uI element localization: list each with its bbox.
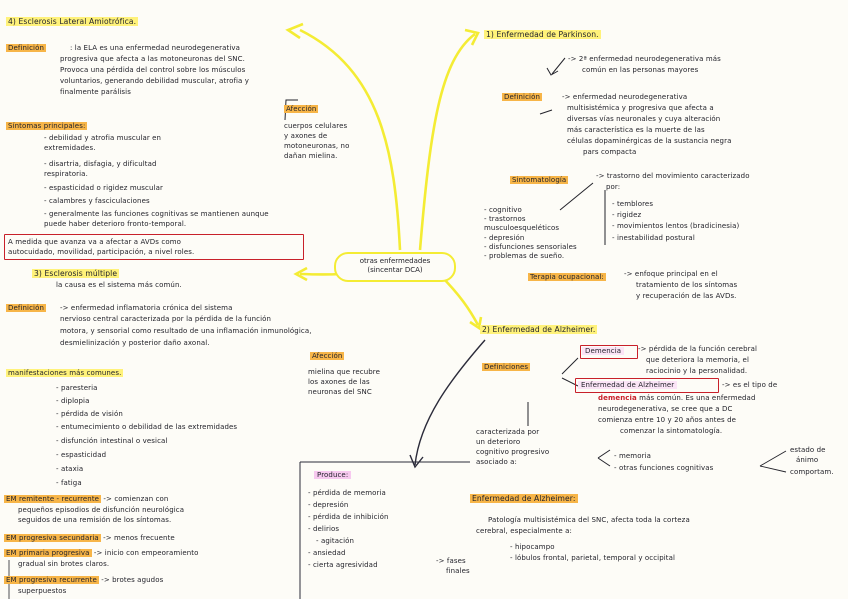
- alzheimer-second-3: - lóbulos frontal, parietal, temporal y …: [510, 554, 675, 563]
- alzheimer-second-0: Patología multisistémica del SNC, afecta…: [488, 516, 690, 525]
- alzheimer-second-1: cerebral, especialmente a:: [476, 527, 572, 536]
- alzheimer-second-title: Enfermedad de Alzheimer:: [470, 494, 578, 503]
- alzheimer-second-2: - hipocampo: [510, 543, 555, 552]
